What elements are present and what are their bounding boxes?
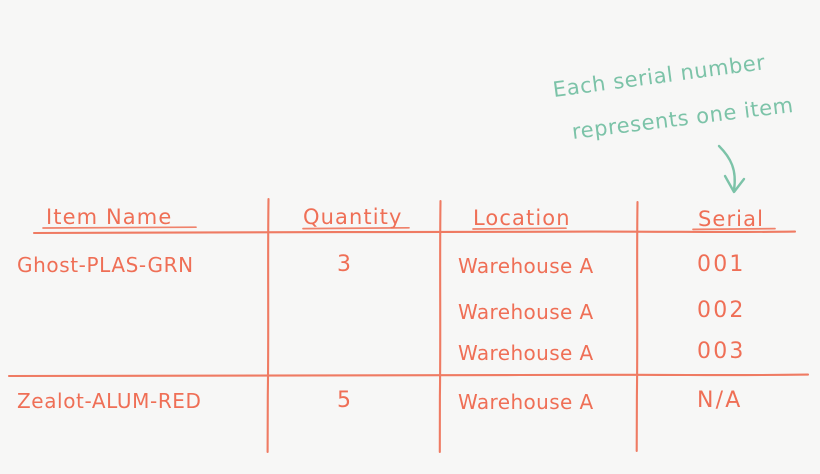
location-cell: Warehouse A [458, 300, 594, 324]
header-rule [32, 230, 797, 235]
location-cell: Warehouse A [458, 254, 594, 278]
column-divider-2 [438, 199, 442, 454]
quantity-cell: 3 [337, 252, 352, 277]
column-header-quantity: Quantity [303, 205, 403, 229]
group-separator-rule [7, 373, 810, 378]
serial-cell: 002 [697, 298, 746, 323]
heading-underline-quantity [302, 226, 410, 230]
serial-cell: 003 [697, 339, 746, 364]
column-divider-1 [266, 197, 270, 454]
serial-cell: N/A [697, 388, 743, 413]
heading-underline-item-name [42, 226, 197, 229]
quantity-cell: 5 [337, 388, 352, 413]
heading-underline-location [472, 227, 567, 230]
column-header-location: Location [473, 206, 571, 230]
heading-underline-serial [692, 227, 776, 231]
column-header-serial: Serial [698, 207, 765, 231]
column-header-item-name: Item Name [46, 205, 173, 229]
item-name-cell: Zealot-ALUM-RED [17, 389, 202, 413]
location-cell: Warehouse A [458, 390, 594, 414]
item-name-cell: Ghost-PLAS-GRN [17, 253, 194, 277]
serial-cell: 001 [697, 252, 746, 277]
curved-down-arrow-icon [717, 144, 746, 194]
column-divider-3 [635, 200, 639, 453]
location-cell: Warehouse A [458, 341, 594, 365]
